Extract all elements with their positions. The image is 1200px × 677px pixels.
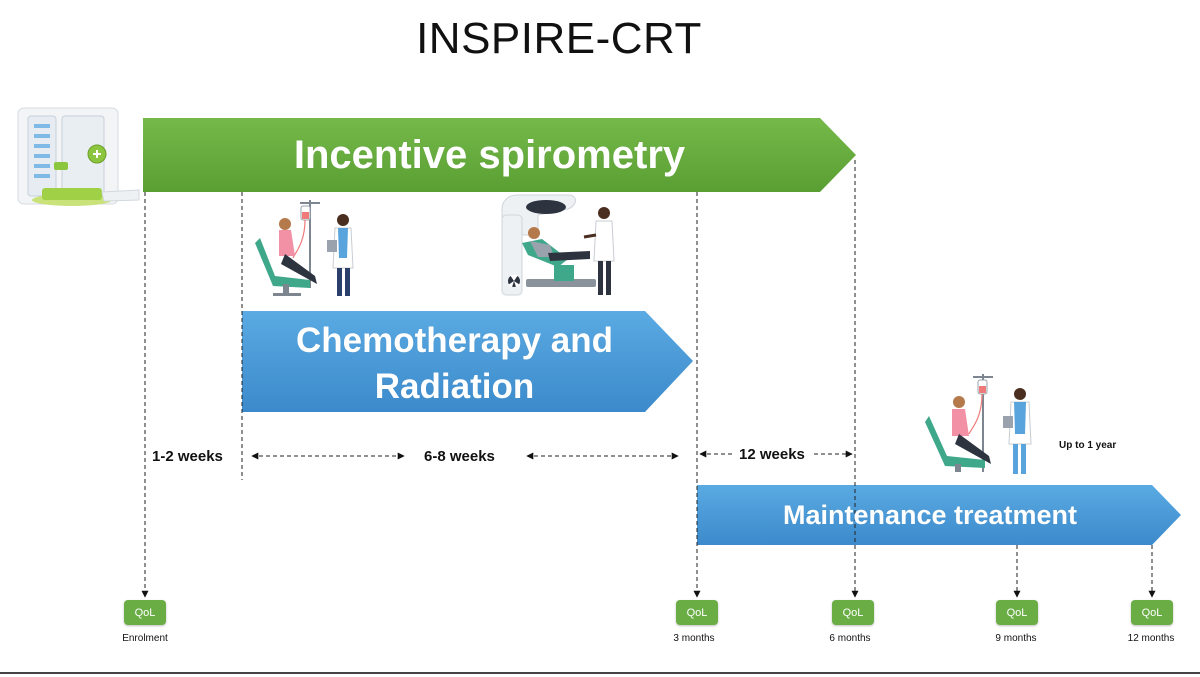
timepoint-12-months: 12 months: [1127, 633, 1175, 644]
qol-badge-12-months: QoL: [1131, 600, 1173, 625]
diagram-title: INSPIRE-CRT: [416, 14, 702, 63]
qol-badge-3-months: QoL: [676, 600, 718, 625]
qol-badge-9-months: QoL: [996, 600, 1038, 625]
incentive-spirometry-label: Incentive spirometry: [293, 133, 686, 177]
maintenance-infusion-icon: [925, 374, 1032, 474]
chemoradiation-label-line1: Chemotherapy and: [296, 321, 613, 360]
duration-12-weeks: 12 weeks: [739, 446, 805, 463]
chemoradiation-arrow: [242, 311, 693, 412]
qol-badge-enrolment: QoL: [124, 600, 166, 625]
duration-1-2-weeks: 1-2 weeks: [152, 448, 223, 465]
chemoradiation-label-line2: Radiation: [374, 367, 535, 406]
maintenance-arrow: [697, 485, 1181, 545]
maintenance-treatment-label: Maintenance treatment: [782, 500, 1078, 530]
up-to-1-year-note: Up to 1 year: [1059, 440, 1117, 451]
incentive-spirometer-icon: [17, 107, 140, 206]
duration-6-8-weeks: 6-8 weeks: [424, 448, 495, 465]
timepoint-enrolment: Enrolment: [122, 633, 168, 644]
timepoint-6-months: 6 months: [829, 633, 871, 644]
chemoradiation-label: Chemotherapy and Radiation: [242, 318, 667, 410]
chemotherapy-infusion-icon: [255, 200, 354, 296]
incentive-spirometry-arrow: [143, 118, 856, 192]
qol-badge-6-months: QoL: [832, 600, 874, 625]
bottom-divider: [0, 672, 1200, 674]
radiation-therapy-icon: [501, 194, 615, 296]
timepoint-3-months: 3 months: [673, 633, 715, 644]
timepoint-9-months: 9 months: [995, 633, 1037, 644]
